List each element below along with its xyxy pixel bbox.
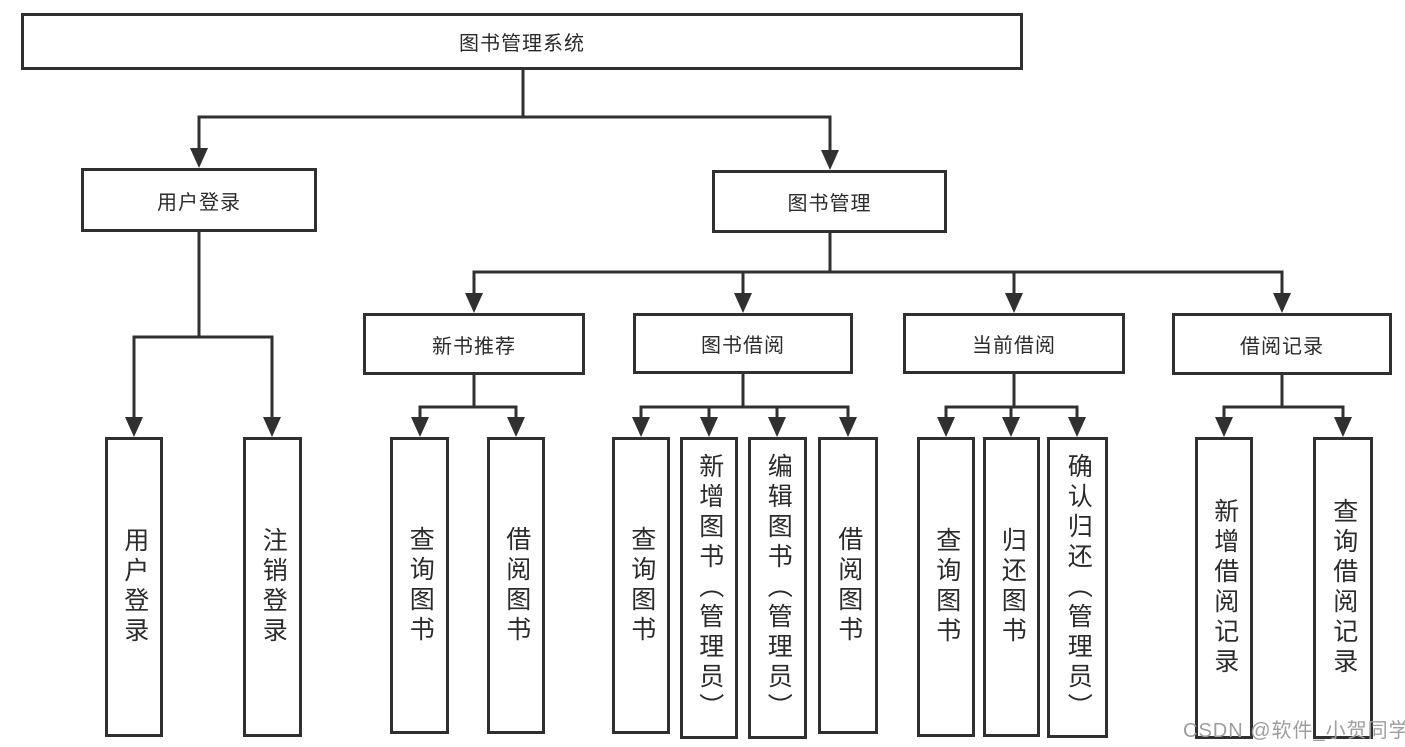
node-login: 用户登录	[105, 437, 163, 737]
node-logout-label: 注销登录	[259, 527, 288, 647]
connector-user-login-branch	[125, 232, 281, 437]
node-nbr-borrow-book-label: 借阅图书	[502, 525, 531, 646]
node-borrow-record-label: 借阅记录	[1240, 335, 1324, 358]
node-br-query-record: 查询借阅记录	[1313, 437, 1373, 739]
connector-book-management-branch	[465, 233, 1291, 313]
node-br-add-record: 新增借阅记录	[1195, 437, 1253, 739]
connector-new-book-recommend-branch	[411, 375, 525, 437]
node-user-login: 用户登录	[81, 168, 317, 232]
node-new-book-recommend-label: 新书推荐	[432, 335, 516, 358]
node-cb-confirm-return-label: 确认归还（管理员）	[1064, 452, 1093, 723]
node-bb-query-book-label: 查询图书	[627, 525, 656, 646]
connector-borrow-record-branch	[1215, 375, 1352, 437]
node-bb-borrow-book-label: 借阅图书	[834, 525, 863, 646]
node-nbr-borrow-book: 借阅图书	[487, 437, 545, 734]
node-root-label: 图书管理系统	[459, 33, 585, 55]
node-bb-query-book: 查询图书	[612, 437, 670, 734]
node-book-management-label: 图书管理	[787, 193, 872, 215]
node-br-add-record-label: 新增借阅记录	[1210, 498, 1239, 678]
node-bb-borrow-book: 借阅图书	[818, 437, 878, 734]
node-root: 图书管理系统	[21, 13, 1023, 70]
node-cb-return-book-label: 归还图书	[998, 527, 1027, 647]
node-user-login-label: 用户登录	[157, 191, 241, 214]
connector-current-borrow-branch	[937, 374, 1086, 437]
node-nbr-query-book-label: 查询图书	[406, 525, 435, 646]
node-book-borrow: 图书借阅	[633, 313, 853, 374]
node-bb-edit-book: 编辑图书（管理员）	[748, 437, 807, 739]
node-current-borrow: 当前借阅	[903, 313, 1125, 374]
node-bb-add-book-label: 新增图书（管理员）	[695, 453, 724, 723]
node-cb-query-book: 查询图书	[917, 437, 975, 737]
node-borrow-record: 借阅记录	[1172, 313, 1392, 375]
node-new-book-recommend: 新书推荐	[363, 313, 585, 375]
node-book-borrow-label: 图书借阅	[701, 335, 785, 357]
node-bb-add-book: 新增图书（管理员）	[680, 437, 738, 739]
node-nbr-query-book: 查询图书	[390, 437, 449, 734]
node-br-query-record-label: 查询借阅记录	[1329, 498, 1358, 678]
node-cb-confirm-return: 确认归还（管理员）	[1047, 437, 1108, 738]
node-book-management: 图书管理	[712, 170, 947, 233]
connector-root-to-level2	[190, 70, 839, 170]
node-current-borrow-label: 当前借阅	[972, 335, 1056, 357]
node-login-label: 用户登录	[120, 527, 149, 647]
node-bb-edit-book-label: 编辑图书（管理员）	[764, 453, 793, 723]
node-cb-return-book: 归还图书	[983, 437, 1040, 737]
connector-book-borrow-branch	[632, 374, 857, 437]
csdn-watermark: CSDN @软件_小贺同学	[1183, 720, 1405, 742]
node-logout: 注销登录	[243, 437, 302, 737]
node-cb-query-book-label: 查询图书	[932, 527, 961, 647]
